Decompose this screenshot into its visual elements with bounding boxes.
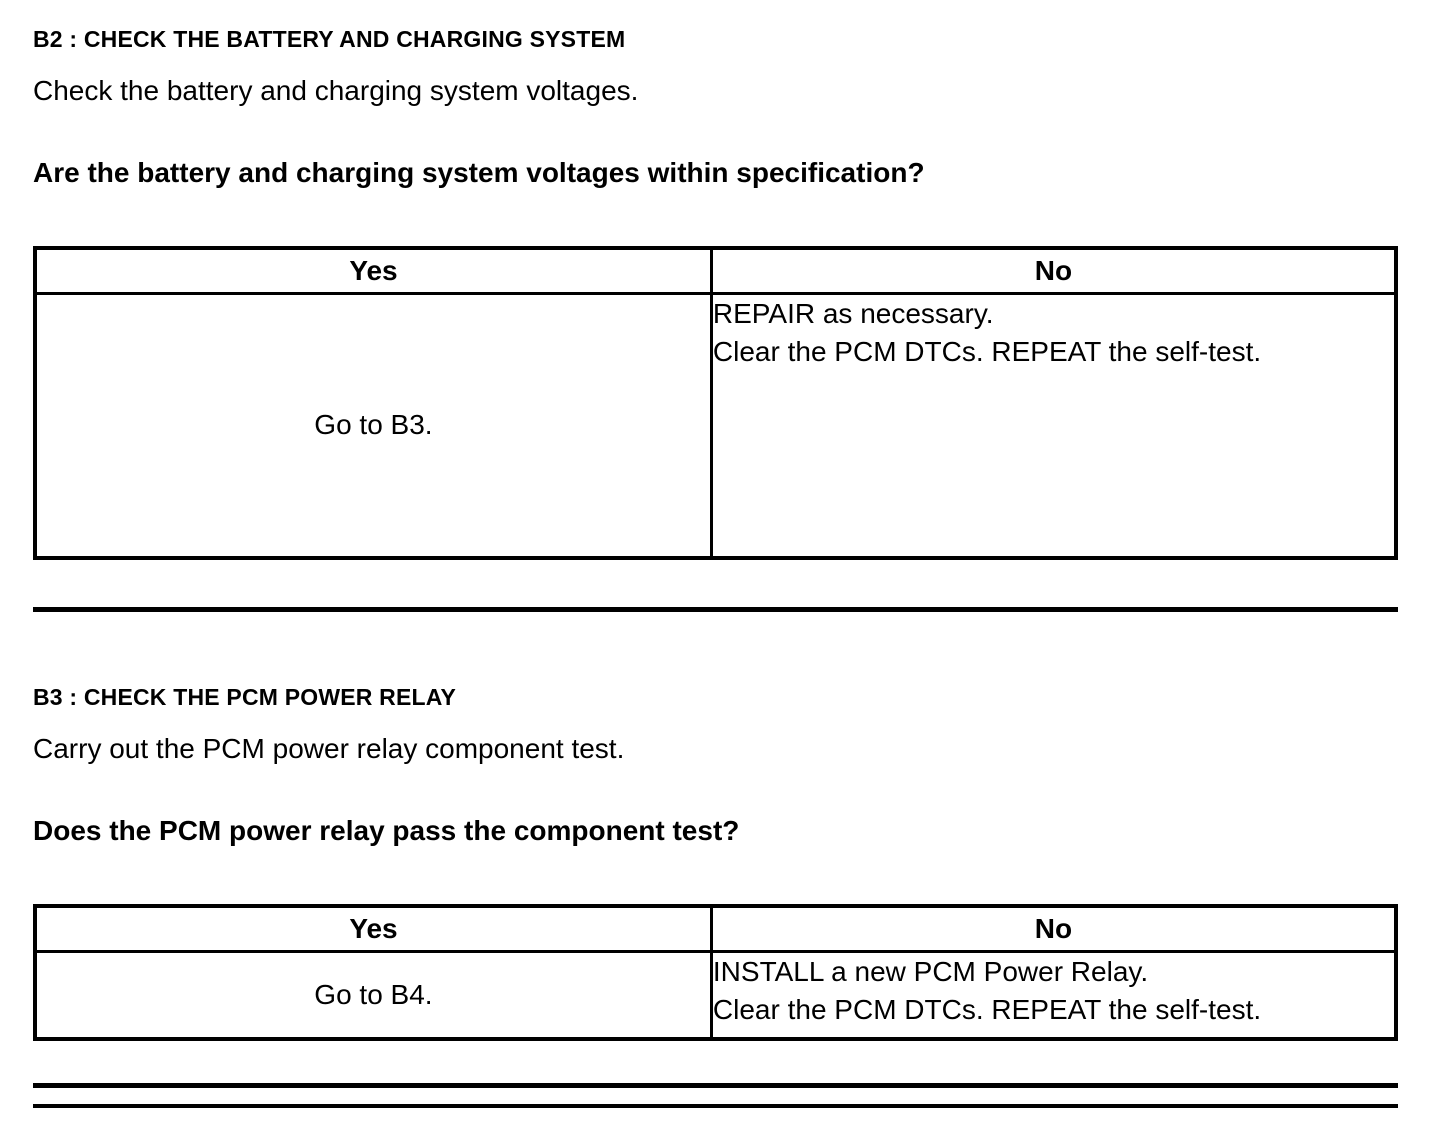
section-divider: [33, 607, 1398, 612]
no-action-cell: INSTALL a new PCM Power Relay. Clear the…: [709, 949, 1398, 1041]
no-action-cell: REPAIR as necessary. Clear the PCM DTCs.…: [709, 291, 1398, 560]
decision-table: Yes No Go to B3. REPAIR as necessary. Cl…: [33, 246, 1398, 560]
section-question: Does the PCM power relay pass the compon…: [33, 815, 740, 846]
no-action-line: REPAIR as necessary.: [712, 297, 994, 329]
decision-table-body-row: Go to B3. REPAIR as necessary. Clear the…: [33, 291, 1398, 560]
section-b2: B2 : CHECK THE BATTERY AND CHARGING SYST…: [33, 26, 1398, 612]
document-page: B2 : CHECK THE BATTERY AND CHARGING SYST…: [33, 26, 1398, 1108]
section-question: Are the battery and charging system volt…: [33, 157, 925, 188]
section-divider: [33, 1083, 1398, 1088]
yes-header-cell: Yes: [33, 246, 713, 295]
decision-table-header-row: Yes No: [33, 904, 1398, 953]
page-bottom-divider: [33, 1104, 1398, 1108]
decision-table: Yes No Go to B4. INSTALL a new PCM Power…: [33, 904, 1398, 1041]
yes-action-cell: Go to B3.: [33, 291, 713, 560]
section-instruction: Check the battery and charging system vo…: [33, 75, 639, 106]
no-action-line: INSTALL a new PCM Power Relay.: [712, 955, 1149, 987]
no-header-cell: No: [709, 904, 1398, 953]
section-b3: B3 : CHECK THE PCM POWER RELAY Carry out…: [33, 684, 1398, 1108]
yes-action-cell: Go to B4.: [33, 949, 713, 1041]
section-heading: B2 : CHECK THE BATTERY AND CHARGING SYST…: [33, 26, 626, 52]
section-heading: B3 : CHECK THE PCM POWER RELAY: [33, 684, 457, 710]
no-header-cell: No: [709, 246, 1398, 295]
decision-table-body-row: Go to B4. INSTALL a new PCM Power Relay.…: [33, 949, 1398, 1041]
no-action-line: Clear the PCM DTCs. REPEAT the self-test…: [712, 994, 1262, 1026]
yes-header-cell: Yes: [33, 904, 713, 953]
decision-table-header-row: Yes No: [33, 246, 1398, 295]
section-instruction: Carry out the PCM power relay component …: [33, 733, 625, 764]
no-action-line: Clear the PCM DTCs. REPEAT the self-test…: [712, 336, 1262, 368]
